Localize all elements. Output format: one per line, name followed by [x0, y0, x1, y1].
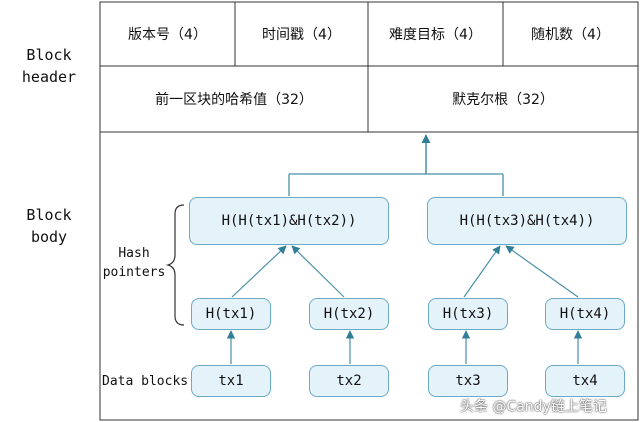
hash-node-h34: H(H(tx3)&H(tx4)): [427, 197, 627, 245]
nonce-cell: 随机数（4）: [531, 27, 610, 43]
hash-node-h12: H(H(tx1)&H(tx2)): [189, 197, 389, 245]
hash-node-htx3: H(tx3): [428, 298, 508, 330]
prev-hash-cell: 前一区块的哈希值（32）: [155, 92, 313, 108]
merkle-root-cell: 默克尔根（32）: [452, 92, 554, 108]
data-block-tx1: tx1: [191, 365, 271, 397]
difficulty-cell: 难度目标（4）: [389, 27, 482, 43]
hash-node-htx4: H(tx4): [545, 298, 625, 330]
version-cell: 版本号（4）: [128, 27, 207, 43]
data-block-tx4: tx4: [545, 365, 625, 397]
watermark-text: 头条 @Candy链上笔记: [460, 399, 607, 415]
hash-pointers-brace: [165, 204, 185, 326]
block-header-label: Block header: [21, 46, 77, 86]
arrow-htx4-to-h34: [505, 245, 579, 298]
arrow-htx2-to-h12: [291, 245, 345, 298]
hash-node-htx1: H(tx1): [191, 298, 271, 330]
timestamp-cell: 时间戳（4）: [262, 27, 341, 43]
hash-node-htx2: H(tx2): [309, 298, 389, 330]
arrow-htx1-to-h12: [231, 245, 287, 298]
arrow-htx3-to-h34: [463, 245, 501, 298]
outer-frame: [99, 1, 639, 421]
block-body-label: Block body: [26, 206, 72, 246]
hash-pointers-label: Hash pointers: [102, 246, 166, 280]
data-block-tx3: tx3: [428, 365, 508, 397]
data-block-tx2: tx2: [309, 365, 389, 397]
data-blocks-label: Data blocks: [102, 374, 189, 389]
